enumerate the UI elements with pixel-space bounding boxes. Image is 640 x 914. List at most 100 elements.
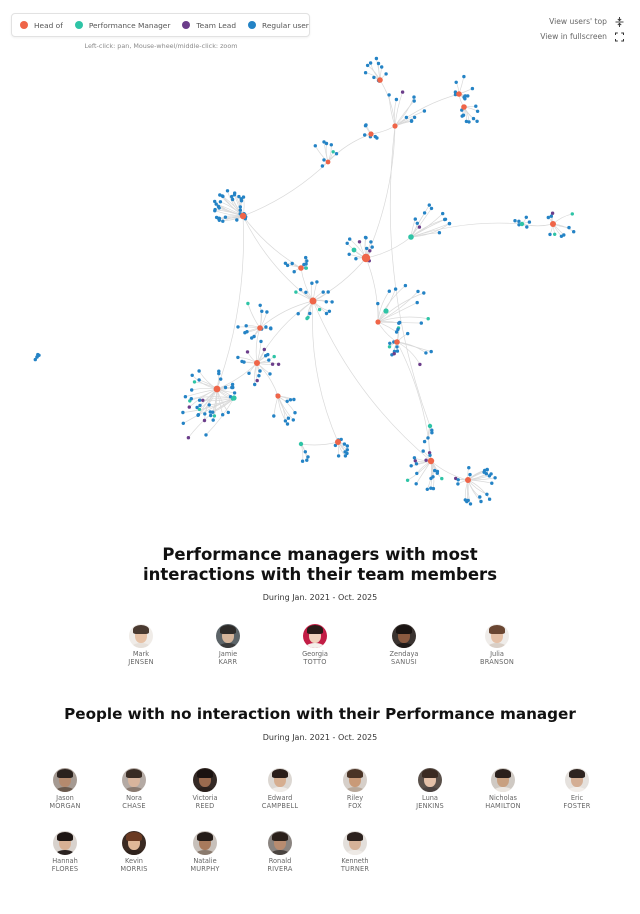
performance-manager-dot-icon bbox=[74, 21, 83, 29]
graph-edges bbox=[34, 58, 574, 505]
avatar bbox=[193, 831, 217, 855]
avatar bbox=[491, 768, 515, 792]
top-pm-title: Performance managers with most interacti… bbox=[0, 545, 640, 585]
person-card-nicholas-hamilton[interactable]: Nicholas HAMILTON bbox=[463, 768, 543, 811]
person-last-name: JENSEN bbox=[128, 657, 154, 666]
person-card-zendaya-sanusi[interactable]: Zendaya SANUSI bbox=[364, 624, 444, 667]
person-first-name: Nora bbox=[126, 794, 142, 802]
avatar-shoulders bbox=[55, 850, 75, 855]
avatar-hair bbox=[272, 769, 288, 778]
person-card-ronald-rivera[interactable]: Ronald RIVERA bbox=[240, 831, 320, 874]
person-card-nora-chase[interactable]: Nora CHASE bbox=[94, 768, 174, 811]
person-last-name: RIVERA bbox=[267, 864, 293, 873]
legend-item-regular-user[interactable]: Regular user bbox=[248, 21, 309, 30]
avatar bbox=[193, 768, 217, 792]
person-first-name: Edward bbox=[267, 794, 293, 802]
person-first-name: Nicholas bbox=[489, 794, 517, 802]
legend-label: Team Lead bbox=[196, 20, 237, 30]
person-first-name: Jason bbox=[56, 794, 74, 802]
person-last-name: MURPHY bbox=[190, 864, 220, 873]
view-users-top-label: View users' top bbox=[549, 17, 607, 26]
person-card-jamie-karr[interactable]: Jamie KARR bbox=[188, 624, 268, 667]
legend-label: Head of bbox=[34, 20, 63, 30]
person-card-julia-branson[interactable]: Julia BRANSON bbox=[457, 624, 537, 667]
avatar-shoulders bbox=[345, 850, 365, 855]
avatar bbox=[418, 768, 442, 792]
person-card-mark-jensen[interactable]: Mark JENSEN bbox=[101, 624, 181, 667]
legend-item-performance-manager[interactable]: Performance Manager bbox=[74, 20, 171, 30]
avatar-hair bbox=[489, 625, 505, 634]
collapse-vertical-icon bbox=[615, 16, 624, 27]
avatar-shoulders bbox=[305, 643, 325, 648]
avatar bbox=[485, 624, 509, 648]
person-first-name: Ronald bbox=[268, 857, 292, 865]
person-card-luna-jenkins[interactable]: Luna JENKINS bbox=[390, 768, 470, 811]
person-card-eric-foster[interactable]: Eric FOSTER bbox=[537, 768, 617, 811]
person-first-name: Victoria bbox=[192, 794, 218, 802]
person-card-jason-morgan[interactable]: Jason MORGAN bbox=[25, 768, 105, 811]
person-last-name: JENKINS bbox=[416, 801, 444, 810]
avatar-shoulders bbox=[420, 787, 440, 792]
avatar bbox=[343, 831, 367, 855]
top-pm-date-range: During Jan. 2021 - Oct. 2025 bbox=[262, 593, 378, 603]
graph-toolbar: View users' top View in fullscreen bbox=[540, 14, 624, 44]
top-performance-managers-section: Performance managers with most interacti… bbox=[0, 545, 640, 602]
avatar-hair bbox=[495, 769, 511, 778]
avatar-hair bbox=[569, 769, 585, 778]
person-last-name: FOX bbox=[348, 801, 362, 810]
avatar bbox=[268, 768, 292, 792]
person-last-name: KARR bbox=[218, 657, 238, 666]
person-card-edward-campbell[interactable]: Edward CAMPBELL bbox=[240, 768, 320, 811]
avatar-shoulders bbox=[394, 643, 414, 648]
person-last-name: CHASE bbox=[122, 801, 146, 810]
person-card-kenneth-turner[interactable]: Kenneth TURNER bbox=[315, 831, 395, 874]
person-first-name: Zendaya bbox=[389, 650, 419, 658]
person-first-name: Riley bbox=[346, 794, 364, 802]
avatar-hair bbox=[133, 625, 149, 634]
person-first-name: Luna bbox=[422, 794, 438, 802]
regular-user-dot-icon bbox=[248, 21, 257, 29]
no-interaction-date-range: During Jan. 2021 - Oct. 2025 bbox=[262, 732, 378, 742]
avatar bbox=[122, 768, 146, 792]
avatar-hair bbox=[307, 625, 323, 634]
person-first-name: Georgia bbox=[302, 650, 328, 658]
no-interaction-title: People with no interaction with their Pe… bbox=[64, 705, 576, 723]
person-last-name: REED bbox=[195, 801, 215, 810]
person-last-name: MORRIS bbox=[120, 864, 148, 873]
person-card-kevin-morris[interactable]: Kevin MORRIS bbox=[94, 831, 174, 874]
graph-nodes bbox=[33, 56, 576, 506]
fullscreen-icon bbox=[615, 32, 624, 41]
person-card-georgia-totto[interactable]: Georgia TOTTO bbox=[275, 624, 355, 667]
person-card-natalie-murphy[interactable]: Natalie MURPHY bbox=[165, 831, 245, 874]
avatar-hair bbox=[396, 625, 412, 634]
legend: Head of Performance Manager Team Lead Re… bbox=[11, 13, 310, 37]
avatar bbox=[392, 624, 416, 648]
view-fullscreen-button[interactable]: View in fullscreen bbox=[540, 29, 624, 44]
person-first-name: Natalie bbox=[193, 857, 217, 865]
avatar-shoulders bbox=[487, 643, 507, 648]
person-last-name: TOTTO bbox=[303, 657, 327, 666]
avatar bbox=[303, 624, 327, 648]
avatar-shoulders bbox=[567, 787, 587, 792]
avatar bbox=[565, 768, 589, 792]
team-lead-dot-icon bbox=[182, 21, 191, 29]
legend-item-head-of[interactable]: Head of bbox=[20, 21, 63, 30]
person-card-hannah-flores[interactable]: Hannah FLORES bbox=[25, 831, 105, 874]
avatar bbox=[216, 624, 240, 648]
view-fullscreen-label: View in fullscreen bbox=[540, 32, 607, 41]
person-last-name: FOSTER bbox=[563, 801, 591, 810]
network-graph-canvas[interactable] bbox=[0, 0, 640, 530]
person-card-riley-fox[interactable]: Riley FOX bbox=[315, 768, 395, 811]
avatar-shoulders bbox=[55, 787, 75, 792]
person-card-victoria-reed[interactable]: Victoria REED bbox=[165, 768, 245, 811]
avatar-hair bbox=[272, 832, 288, 841]
person-last-name: TURNER bbox=[340, 864, 370, 873]
person-first-name: Hannah bbox=[52, 857, 78, 865]
view-users-top-button[interactable]: View users' top bbox=[540, 14, 624, 29]
legend-label: Performance Manager bbox=[88, 20, 171, 30]
head-of-dot-icon bbox=[20, 21, 28, 29]
person-first-name: Mark bbox=[132, 650, 150, 658]
top-pm-title-line1: Performance managers with most bbox=[162, 545, 478, 564]
network-graph[interactable]: Head of Performance Manager Team Lead Re… bbox=[0, 0, 640, 530]
legend-item-team-lead[interactable]: Team Lead bbox=[182, 21, 236, 30]
